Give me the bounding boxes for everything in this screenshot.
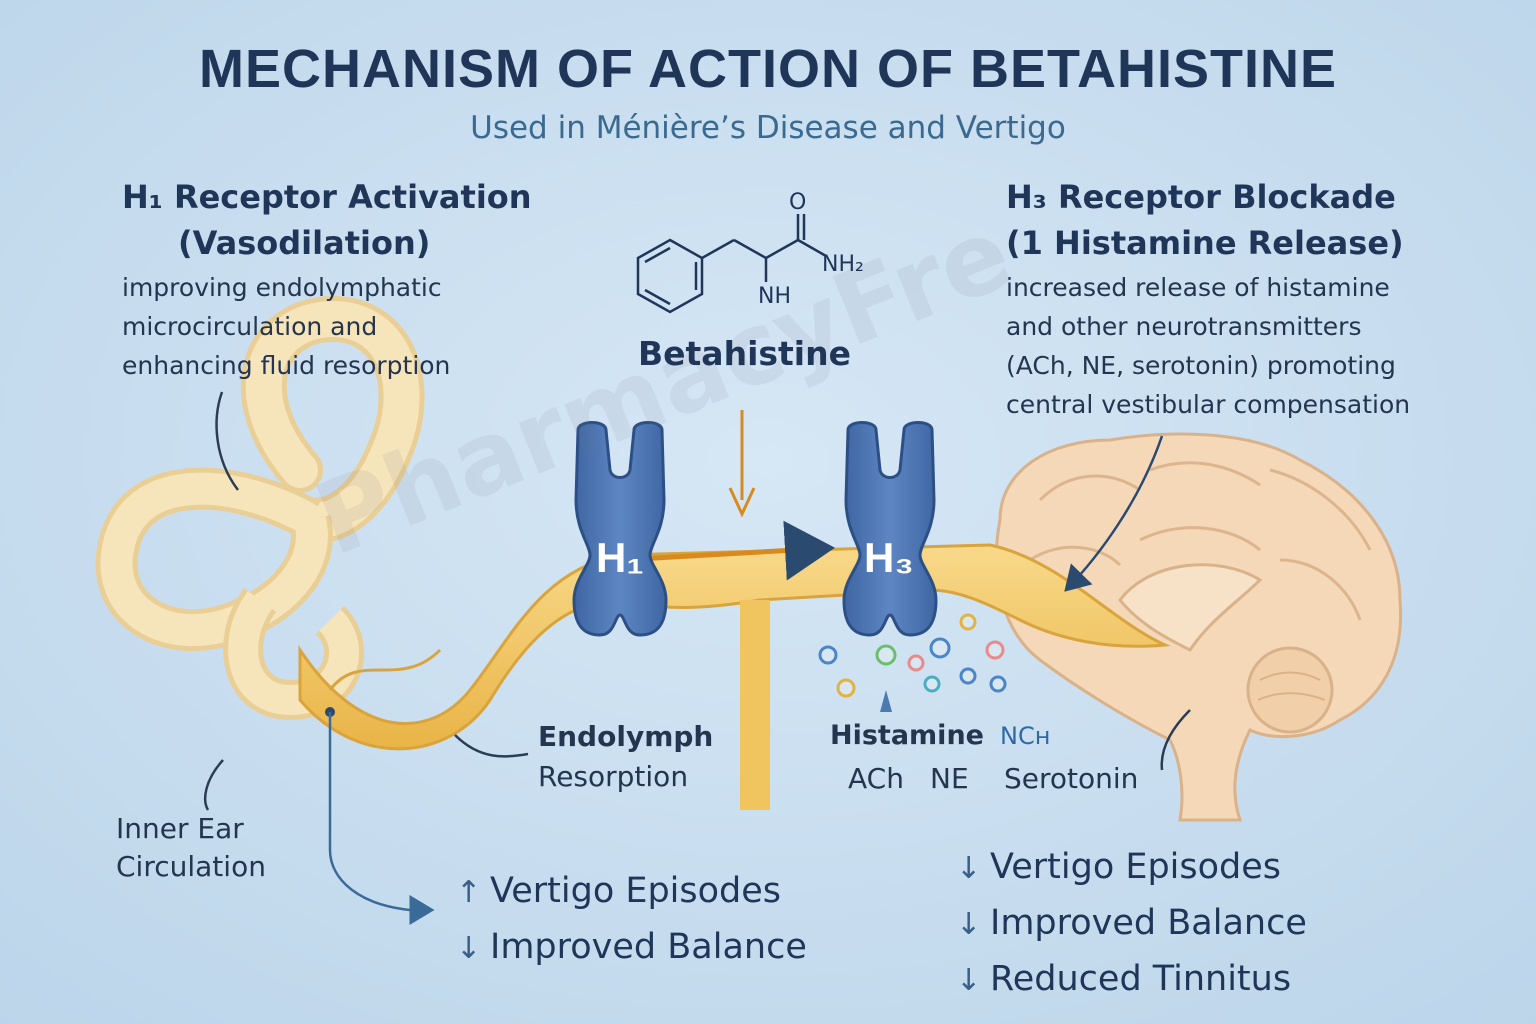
right-effects-list: ↓Vertigo Episodes ↓Improved Balance ↓Red… bbox=[956, 840, 1307, 1008]
effect-text: Improved Balance bbox=[990, 903, 1307, 943]
h1-receptor-label: H₁ bbox=[596, 534, 644, 581]
circulation-label: Circulation bbox=[116, 850, 266, 883]
effect-item: ↓Improved Balance bbox=[956, 896, 1307, 952]
histamine-label: Histamine bbox=[830, 720, 984, 751]
h3-heading-line2: (1 Histamine Release) bbox=[1006, 224, 1404, 262]
page-title: MECHANISM OF ACTION OF BETAHISTINE bbox=[199, 39, 1337, 99]
amine-label: NH bbox=[758, 284, 791, 309]
resorption-label: Resorption bbox=[538, 760, 689, 793]
h3-receptor-label: H₃ bbox=[864, 534, 914, 581]
effect-item: ↓Vertigo Episodes bbox=[956, 840, 1307, 896]
h1-receptor bbox=[572, 421, 668, 637]
effect-item: ↓Improved Balance bbox=[456, 920, 807, 976]
arrow-up-icon: ↑ bbox=[456, 875, 482, 910]
effect-item: ↑Vertigo Episodes bbox=[456, 864, 807, 920]
inner-ear-label: Inner Ear bbox=[116, 812, 244, 845]
page-subtitle: Used in Ménière’s Disease and Vertigo bbox=[470, 110, 1066, 146]
left-effects-list: ↑Vertigo Episodes ↓Improved Balance bbox=[456, 864, 807, 976]
arrow-down-icon: ↓ bbox=[456, 931, 482, 966]
effect-text: Vertigo Episodes bbox=[490, 871, 782, 911]
arrow-down-icon: ↓ bbox=[956, 963, 982, 998]
arrow-down-icon: ↓ bbox=[956, 851, 982, 886]
h3-receptor bbox=[842, 421, 938, 637]
drug-name: Betahistine bbox=[638, 334, 851, 373]
effect-item: ↓Reduced Tinnitus bbox=[956, 952, 1307, 1008]
arrow-down-icon: ↓ bbox=[956, 907, 982, 942]
endolymph-label: Endolymph bbox=[538, 720, 714, 753]
inner-ear-illustration bbox=[95, 296, 425, 721]
h3-description-line: central vestibular compensation bbox=[1006, 390, 1411, 419]
betahistine-structure bbox=[636, 214, 827, 314]
h3-description: increased release of histamine and other… bbox=[1006, 268, 1410, 424]
effect-text: Improved Balance bbox=[490, 927, 807, 967]
neurotransmitter-dots bbox=[818, 613, 1007, 698]
h3-heading-line1: H₃ Receptor Blockade bbox=[1006, 178, 1396, 216]
oxygen-label: O bbox=[789, 190, 807, 215]
serotonin-label: Serotonin bbox=[1004, 762, 1139, 795]
h1-description-line: enhancing fluid resorption bbox=[122, 351, 451, 380]
ne-label: NE bbox=[930, 762, 969, 795]
h1-description-line: microcirculation and bbox=[122, 312, 378, 341]
nch-label: NCʜ bbox=[1000, 722, 1051, 750]
h1-heading-line2: (Vasodilation) bbox=[178, 224, 431, 262]
effect-text: Vertigo Episodes bbox=[990, 847, 1282, 887]
h3-description-line: and other neurotransmitters bbox=[1006, 312, 1362, 341]
h3-description-line: increased release of histamine bbox=[1006, 273, 1390, 302]
ach-label: ACh bbox=[848, 762, 904, 795]
h3-description-line: (ACh, NE, serotonin) promoting bbox=[1006, 351, 1396, 380]
nerve-pathway bbox=[298, 520, 1171, 810]
brain-illustration bbox=[994, 432, 1403, 822]
h1-description-line: improving endolymphatic bbox=[122, 273, 442, 302]
h1-heading-line1: H₁ Receptor Activation bbox=[122, 178, 532, 216]
effect-text: Reduced Tinnitus bbox=[990, 959, 1292, 999]
h1-description: improving endolymphatic microcirculation… bbox=[122, 268, 450, 385]
amide-label: NH₂ bbox=[822, 252, 864, 277]
